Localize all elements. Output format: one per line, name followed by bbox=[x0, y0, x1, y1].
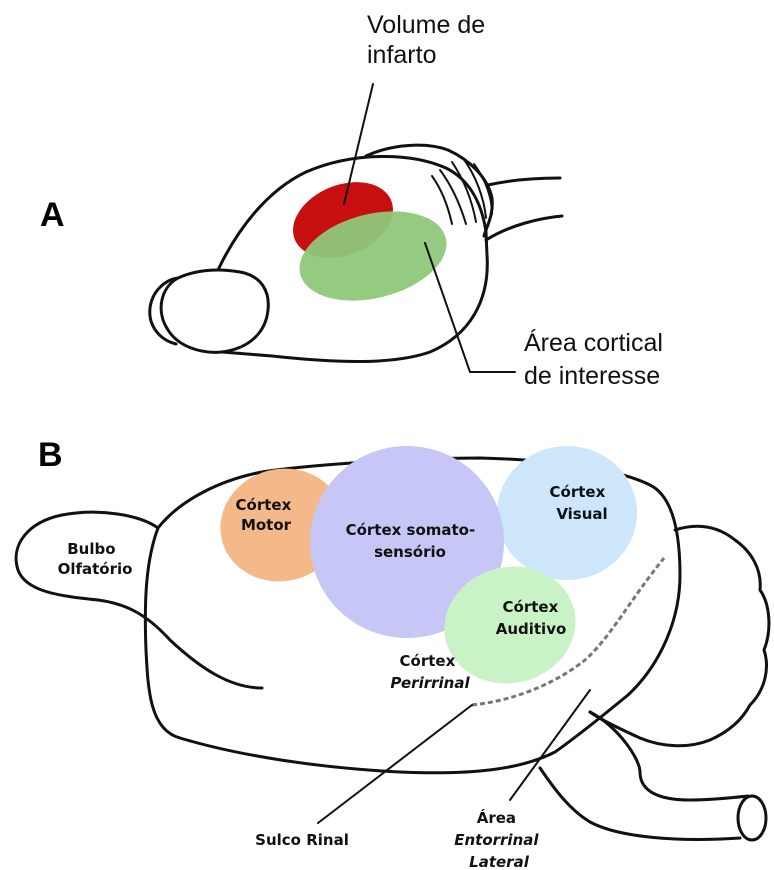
olfactory-bulb-label: Bulbo Olfatório bbox=[58, 540, 133, 578]
rhinal-sulcus-label: Sulco Rinal bbox=[255, 831, 349, 849]
rhinal-sulcus-leader bbox=[318, 705, 472, 823]
perirhinal-cortex-label: Córtex Perirrinal bbox=[390, 652, 470, 692]
panel-a-letter: A bbox=[40, 196, 65, 234]
panel-b-letter: B bbox=[38, 436, 63, 474]
panel-b: B Córtex Motor Córtex somato- sensório C… bbox=[16, 436, 769, 870]
panel-a-olfactory-bulb bbox=[161, 270, 268, 352]
panel-a-brainstem bbox=[486, 178, 562, 240]
roi-label: Área cortical de interesse bbox=[524, 328, 670, 390]
entorhinal-area-label: Área Entorrinal Lateral bbox=[454, 808, 544, 870]
panel-b-spinal-cord-end bbox=[738, 796, 766, 840]
infarct-label: Volume de infarto bbox=[367, 11, 492, 69]
panel-b-brainstem bbox=[540, 712, 748, 839]
panel-a: A Volume de infarto Área cortical bbox=[40, 11, 670, 390]
